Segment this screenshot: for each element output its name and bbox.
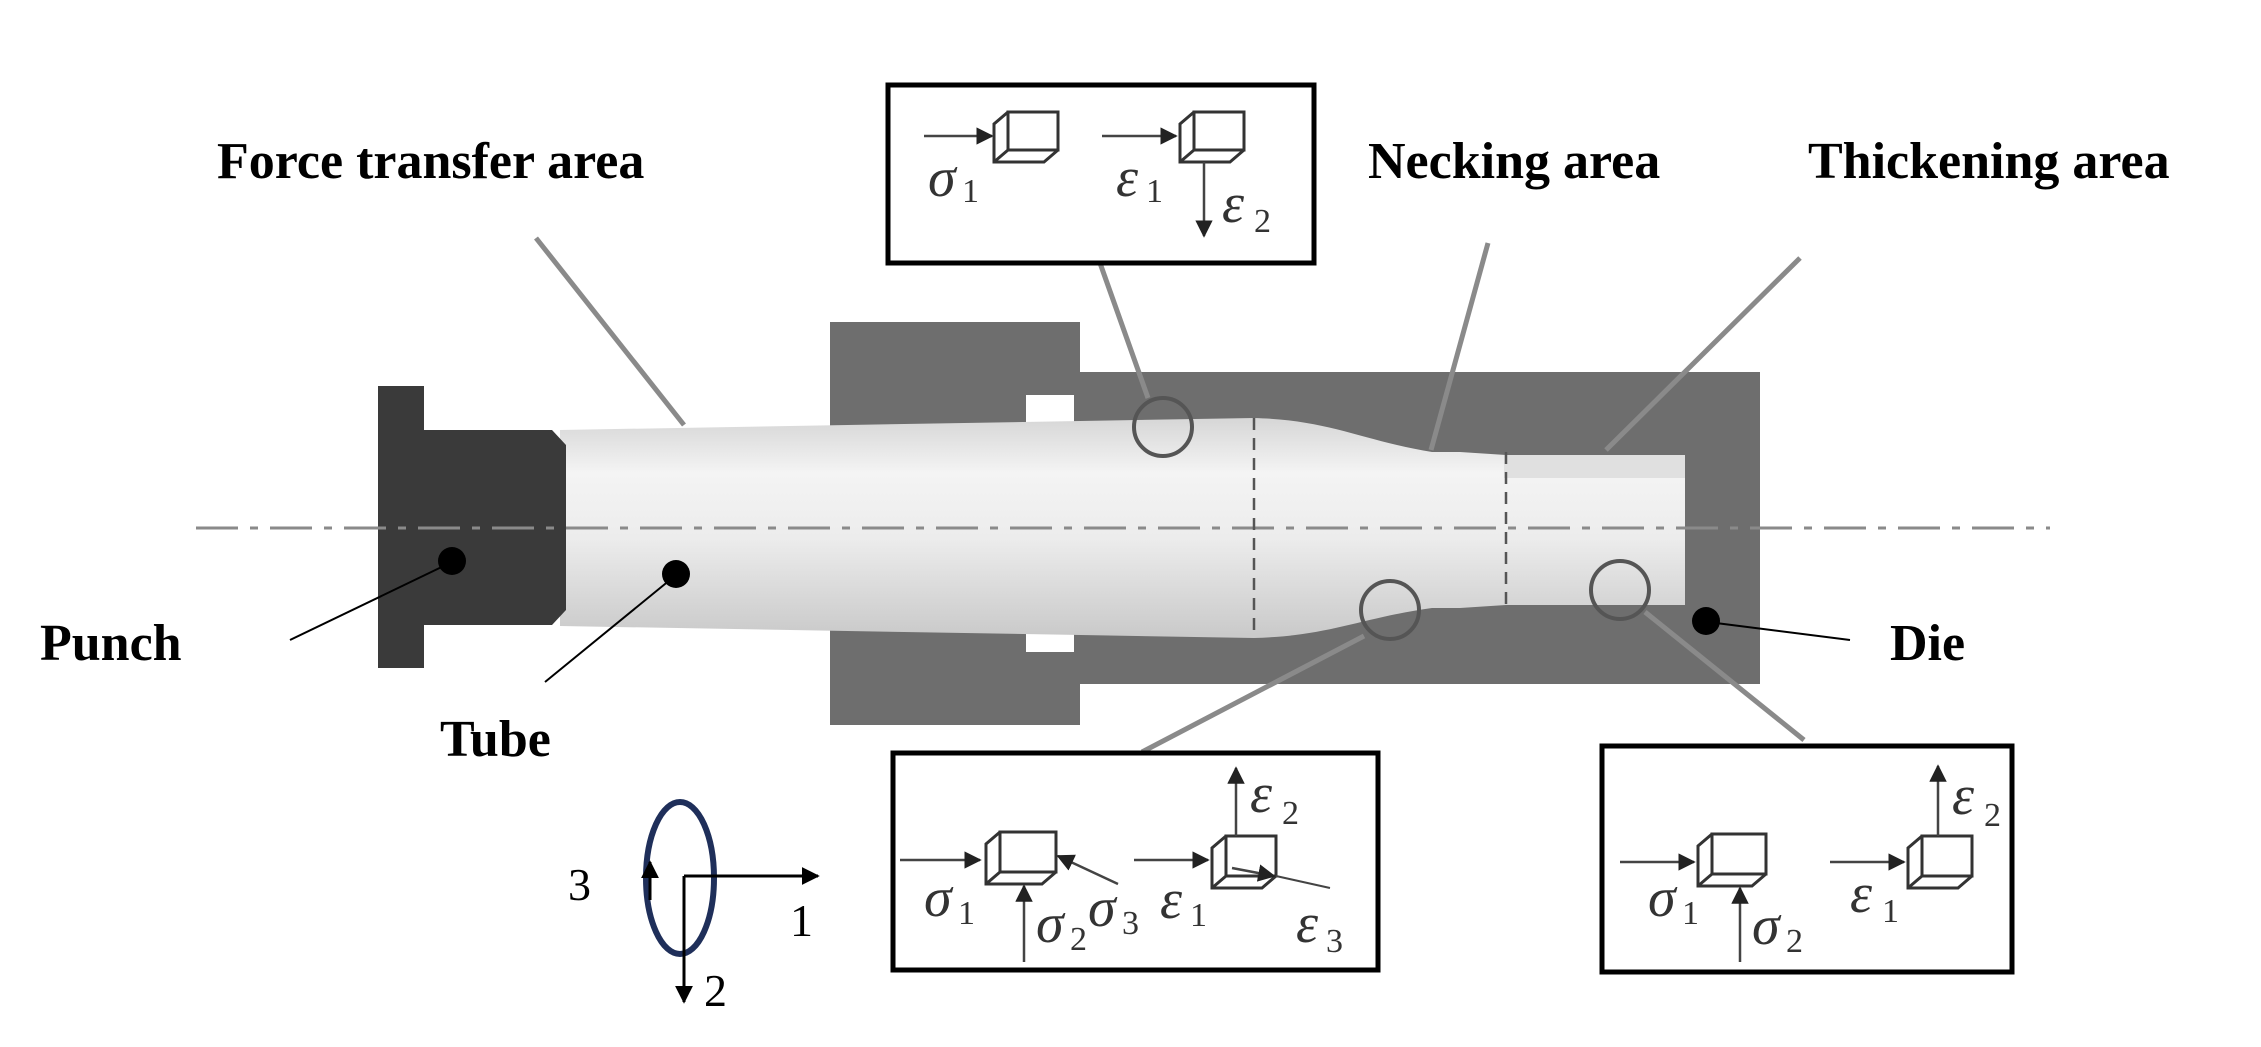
- axis-label-3: 3: [568, 859, 591, 910]
- cube-icon: [1178, 110, 1246, 164]
- label-tube: Tube: [440, 711, 551, 768]
- label-die: Die: [1890, 615, 1965, 672]
- subscript-2: 2: [1786, 923, 1803, 960]
- cube-icon: [1906, 834, 1974, 890]
- subscript-1: 1: [958, 895, 975, 932]
- epsilon-symbol: ε: [1222, 173, 1245, 235]
- subscript-1: 1: [1146, 173, 1163, 210]
- stress-box-thickening: σ 1 σ 2 ε 2 ε 1: [1599, 743, 2015, 975]
- epsilon-symbol: ε: [1296, 893, 1319, 955]
- label-thickening-area: Thickening area: [1808, 133, 2170, 190]
- epsilon-symbol: ε: [1160, 869, 1183, 931]
- label-necking-area: Necking area: [1368, 133, 1660, 190]
- epsilon-symbol: ε: [1250, 763, 1273, 825]
- die-dot: [1692, 607, 1720, 635]
- sigma-symbol: σ: [1648, 867, 1678, 929]
- sigma-symbol: σ: [1752, 895, 1782, 957]
- punch: [378, 386, 566, 668]
- label-force-transfer-area: Force transfer area: [217, 133, 644, 190]
- subscript-2: 2: [1282, 795, 1299, 832]
- marker-circle-force-transfer: [1132, 396, 1194, 458]
- epsilon-symbol: ε: [1952, 765, 1975, 827]
- subscript-2: 2: [1254, 203, 1271, 240]
- subscript-3: 3: [1122, 905, 1139, 942]
- subscript-3: 3: [1326, 923, 1343, 960]
- stress-box-force-transfer: σ 1 ε 1 ε 2: [885, 82, 1317, 266]
- marker-circle-thickening: [1589, 559, 1651, 621]
- epsilon-symbol: ε: [1116, 147, 1139, 209]
- cube-icon: [992, 110, 1060, 164]
- sigma-symbol: σ: [928, 147, 958, 209]
- epsilon-symbol: ε: [1850, 863, 1873, 925]
- subscript-2: 2: [1984, 797, 2001, 834]
- pointer-lines: [289, 561, 1851, 683]
- axis-label-2: 2: [704, 965, 727, 1016]
- subscript-1: 1: [1682, 895, 1699, 932]
- marker-circle-necking: [1359, 579, 1421, 641]
- cube-icon: [984, 830, 1058, 886]
- subscript-2: 2: [1070, 921, 1087, 958]
- sigma-symbol: σ: [1088, 877, 1118, 939]
- subscript-1: 1: [962, 173, 979, 210]
- sigma-symbol: σ: [924, 867, 954, 929]
- label-punch: Punch: [40, 615, 182, 672]
- axis-ellipse: [643, 799, 717, 957]
- coordinate-axes: 1 2 3: [568, 799, 820, 1016]
- stress-box-necking: σ 1 σ 2 σ 3 ε 2 ε 1 ε 3: [890, 750, 1381, 973]
- tube-dot: [662, 560, 690, 588]
- leader-lines: [534, 236, 1806, 755]
- punch-dot: [438, 547, 466, 575]
- subscript-1: 1: [1190, 897, 1207, 934]
- cube-icon: [1696, 832, 1768, 888]
- subscript-1: 1: [1882, 893, 1899, 930]
- sigma-symbol: σ: [1036, 893, 1066, 955]
- axis-label-1: 1: [790, 895, 813, 946]
